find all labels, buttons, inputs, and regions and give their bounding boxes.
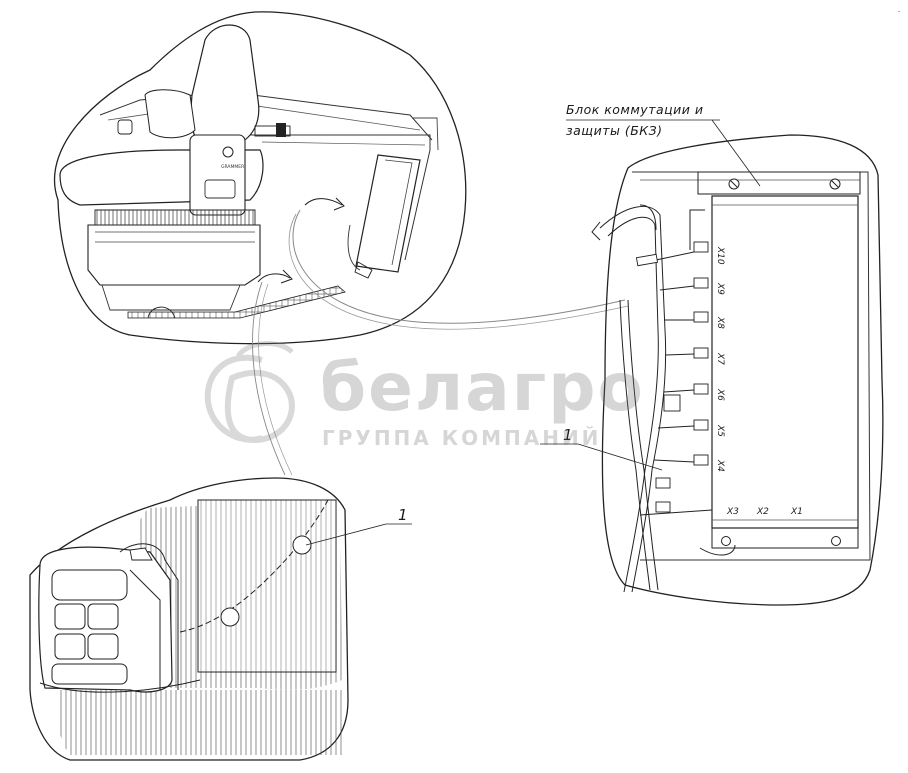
connector-x6-label: X6 (715, 388, 725, 401)
connector-x10-label: X10 (715, 246, 725, 265)
connector-x5-label: X5 (715, 424, 725, 437)
connector-x4-label: X4 (715, 459, 725, 472)
watermark: белагро ГРУППА КОМПАНИЙ (204, 340, 645, 450)
floor-plan-view (29, 477, 349, 761)
connector-x8-label: X8 (715, 316, 725, 329)
svg-text:.: . (898, 5, 901, 15)
leader-1-upper: 1 (540, 426, 663, 471)
bkz-box-small (347, 154, 421, 279)
seat: GRAMMER (59, 24, 291, 311)
watermark-brand: белагро (320, 349, 645, 426)
connector-x9-label: X9 (715, 282, 725, 295)
bkz-label-line2: защиты (БКЗ) (566, 123, 663, 138)
bkz-callout: Блок коммутации и защиты (БКЗ) . (566, 5, 901, 187)
leader-1-upper-label: 1 (563, 426, 573, 444)
seat-top-view (38, 543, 201, 693)
watermark-subtitle: ГРУППА КОМПАНИЙ (322, 426, 601, 450)
connector-x2-label: X2 (756, 507, 769, 517)
connector-x7-label: X7 (715, 352, 725, 365)
connector-x1-label: X1 (790, 507, 803, 517)
cab-interior-view: GRAMMER (53, 11, 467, 345)
seat-brand-label: GRAMMER (221, 164, 244, 170)
watermark-logo (204, 340, 295, 444)
connector-x3-label: X3 (726, 507, 739, 517)
bkz-label-line1: Блок коммутации и (566, 102, 704, 117)
leader-1-lower: 1 (305, 506, 412, 546)
leader-1-lower-label: 1 (398, 506, 408, 524)
